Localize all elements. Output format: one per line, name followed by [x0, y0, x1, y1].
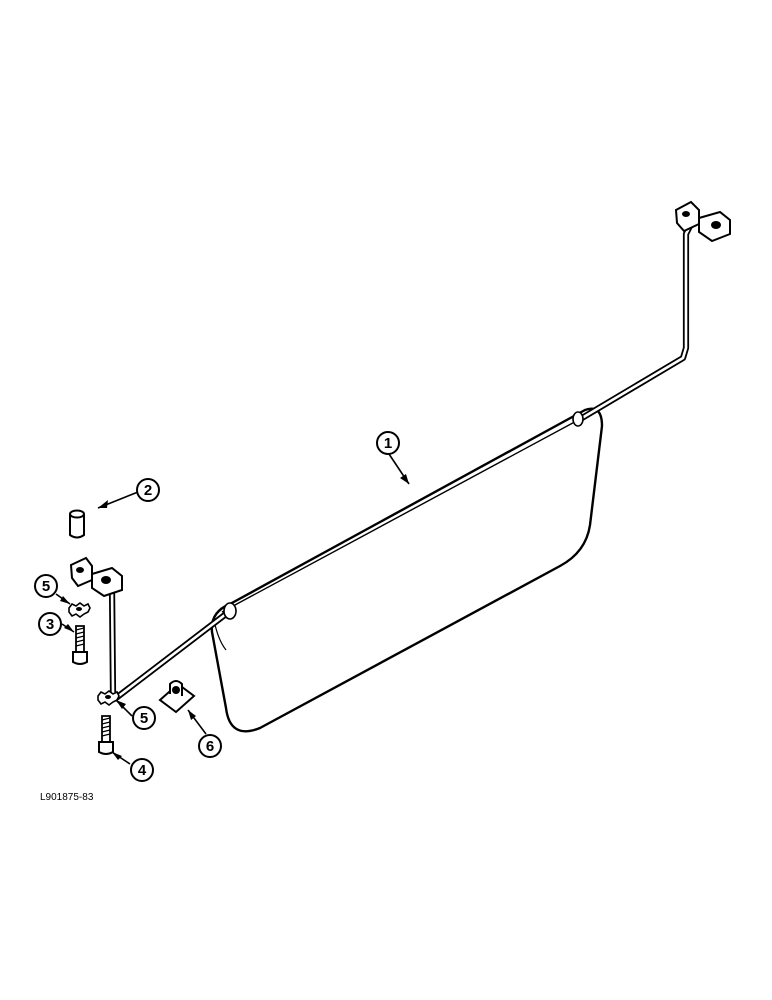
callout-5b: 5: [132, 706, 156, 730]
left-mounting-bracket: [69, 556, 123, 598]
callout-4: 4: [130, 758, 154, 782]
lock-washer-upper: [68, 602, 91, 618]
callout-5a-number: 5: [42, 578, 50, 595]
callout-2-number: 2: [144, 482, 152, 499]
callout-6-number: 6: [206, 738, 214, 755]
spacer-bushing: [69, 509, 85, 539]
sun-visor-panel: [210, 407, 604, 733]
callout-5b-number: 5: [140, 710, 148, 727]
callout-1-number: 1: [384, 435, 392, 452]
bolt-lower: [98, 715, 114, 755]
lock-washer-lower: [97, 690, 120, 706]
callout-4-number: 4: [138, 762, 147, 779]
right-mounting-bracket: [674, 200, 731, 243]
callout-5a: 5: [34, 574, 58, 598]
arrow-heads: [60, 474, 409, 760]
callout-6: 6: [198, 734, 222, 758]
callout-2: 2: [136, 478, 160, 502]
visor-retaining-clip: [158, 680, 196, 714]
figure-code-label: L901875-83: [40, 792, 94, 803]
callout-3: 3: [38, 612, 62, 636]
callout-1: 1: [376, 431, 400, 455]
bolt-upper: [72, 625, 88, 665]
callout-3-number: 3: [46, 616, 54, 633]
